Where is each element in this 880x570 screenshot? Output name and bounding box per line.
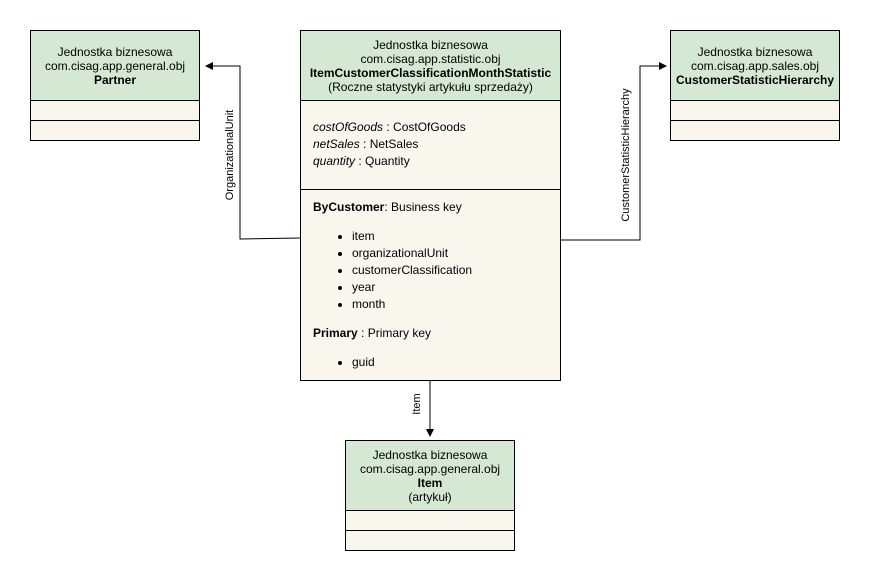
entity-main-attributes-section: costOfGoods : CostOfGoods netSales : Net… [300, 101, 561, 190]
key-field: month [352, 296, 472, 313]
entity-item-header: Jednostka biznesowa com.cisag.app.genera… [345, 440, 515, 511]
attribute-list: costOfGoods : CostOfGoods netSales : Net… [313, 119, 466, 170]
key-kind: Business key [391, 200, 462, 214]
entity-partner-keys-section [30, 121, 200, 141]
attribute-row: quantity : Quantity [313, 154, 410, 168]
entity-partner-package: com.cisag.app.general.obj [44, 58, 186, 73]
key-fields: item organizationalUnit customerClassifi… [313, 228, 472, 313]
entity-item-type: Jednostka biznesowa [372, 447, 488, 462]
entity-partner[interactable]: Jednostka biznesowa com.cisag.app.genera… [30, 30, 200, 141]
attribute-row: netSales : NetSales [313, 137, 419, 151]
entity-customer-statistic-hierarchy[interactable]: Jednostka biznesowa com.cisag.app.sales.… [670, 30, 840, 141]
attribute-row: costOfGoods : CostOfGoods [313, 120, 466, 134]
attribute-type: Quantity [365, 154, 410, 168]
entity-item-keys-section [345, 531, 515, 551]
entity-hierarchy-header: Jednostka biznesowa com.cisag.app.sales.… [670, 30, 840, 101]
entity-item-description: (artykuł) [408, 489, 452, 504]
key-field: guid [352, 354, 472, 371]
entity-main-description: (Roczne statystyki artykułu sprzedaży) [328, 79, 533, 94]
key-header: ByCustomer: Business key [313, 200, 462, 214]
attribute-name: quantity [313, 154, 356, 168]
entity-main-keys-section: ByCustomer: Business key item organizati… [300, 190, 561, 381]
relation-customer-statistic-hierarchy-line [561, 62, 667, 241]
entity-item-package: com.cisag.app.general.obj [359, 461, 501, 476]
entity-item-name: Item [417, 475, 443, 490]
entity-main-type: Jednostka biznesowa [373, 37, 488, 52]
relation-organizational-unit-line [205, 62, 301, 240]
entity-hierarchy-type: Jednostka biznesowa [697, 44, 813, 59]
key-header: Primary : Primary key [313, 326, 432, 340]
entity-main-package: com.cisag.app.statistic.obj [360, 51, 501, 66]
key-list: ByCustomer: Business key item organizati… [313, 199, 472, 383]
key-field: item [352, 228, 472, 245]
entity-partner-attributes-section [30, 101, 200, 121]
entity-item[interactable]: Jednostka biznesowa com.cisag.app.genera… [345, 440, 515, 551]
attribute-type: NetSales [369, 137, 419, 151]
key-name: Primary [313, 326, 358, 340]
key-fields: guid [313, 354, 472, 371]
relation-customer-statistic-hierarchy-label: CustomerStatisticHierarchy [620, 85, 632, 225]
entity-hierarchy-attributes-section [670, 101, 840, 121]
relation-organizational-unit-label: OrganizationalUnit [224, 96, 236, 214]
entity-item-attributes-section [345, 511, 515, 531]
attribute-type: CostOfGoods [393, 120, 466, 134]
key-field: year [352, 279, 472, 296]
entity-hierarchy-package: com.cisag.app.sales.obj [690, 58, 820, 73]
entity-main-header: Jednostka biznesowa com.cisag.app.statis… [300, 30, 561, 101]
entity-partner-header: Jednostka biznesowa com.cisag.app.genera… [30, 30, 200, 101]
entity-hierarchy-name: CustomerStatisticHierarchy [675, 72, 835, 87]
attribute-name: costOfGoods [313, 120, 384, 134]
key-kind: Primary key [367, 326, 432, 340]
key-name: ByCustomer [313, 200, 385, 214]
entity-hierarchy-keys-section [670, 121, 840, 141]
key-field: customerClassification [352, 262, 472, 279]
entity-main-name: ItemCustomerClassificationMonthStatistic [309, 65, 552, 80]
key-field: organizationalUnit [352, 245, 472, 262]
entity-partner-name: Partner [93, 72, 137, 87]
entity-partner-type: Jednostka biznesowa [57, 44, 173, 59]
entity-item-customer-classification-month-statistic[interactable]: Jednostka biznesowa com.cisag.app.statis… [300, 30, 561, 381]
relation-item-label: Item [411, 389, 423, 419]
attribute-name: netSales [313, 137, 360, 151]
